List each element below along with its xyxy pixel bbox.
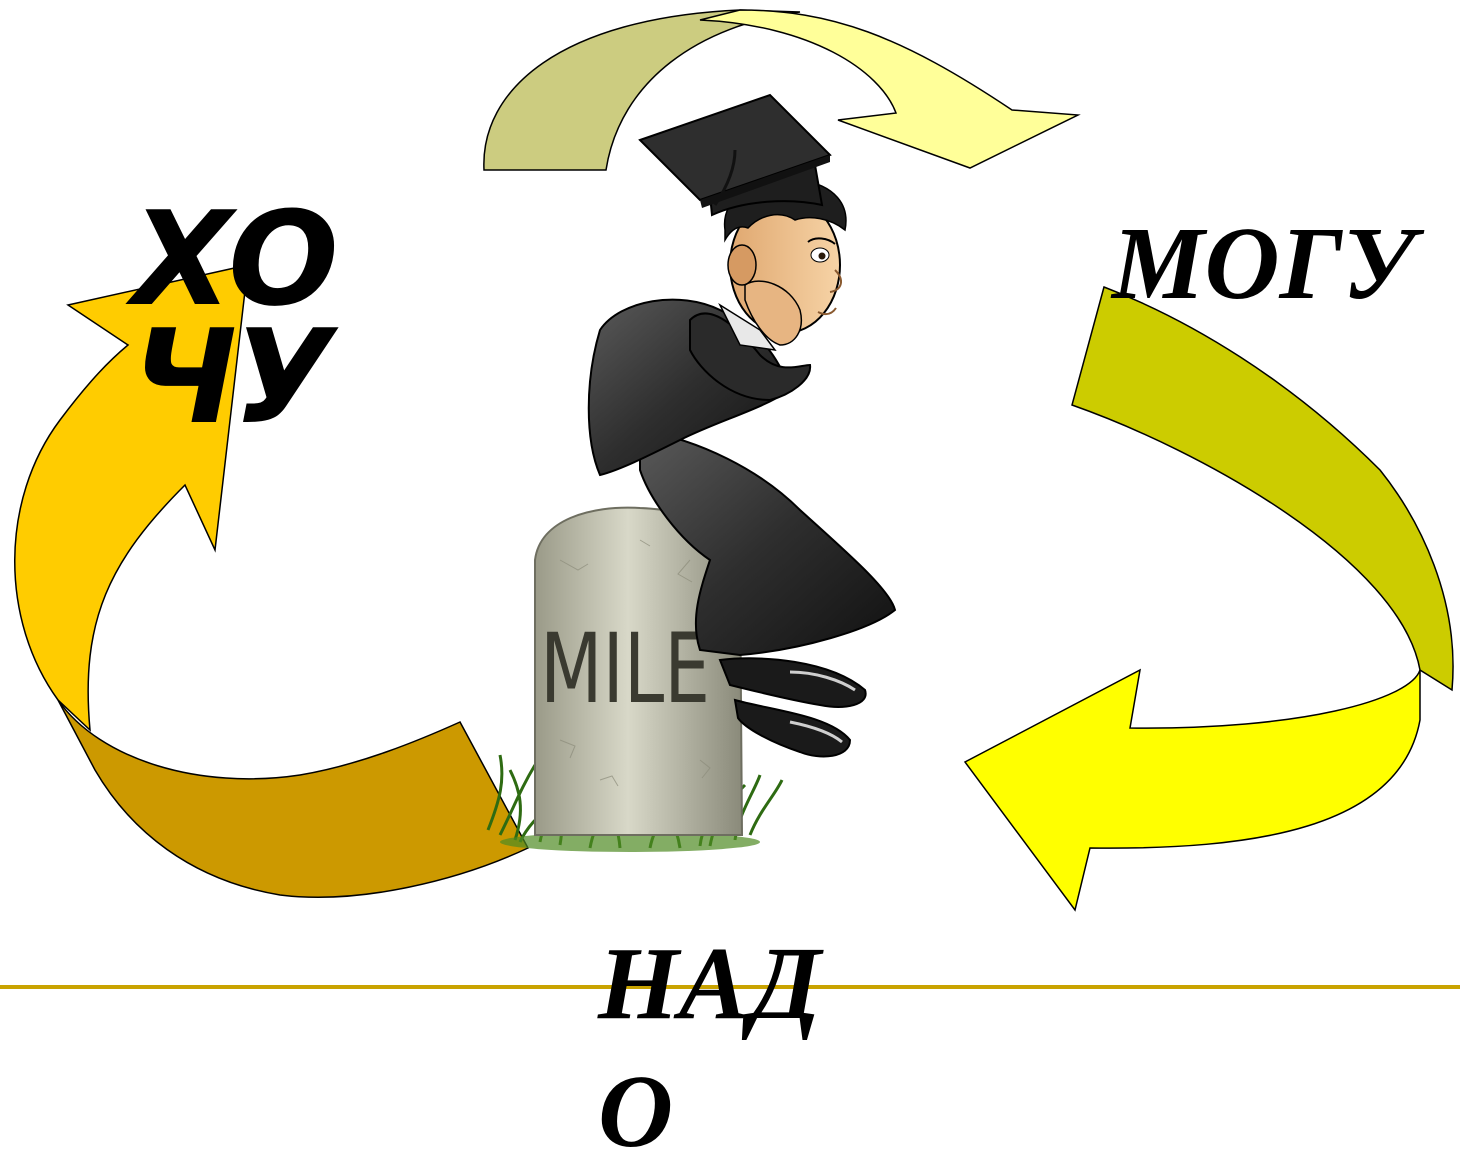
milestone-label: MILE (540, 613, 710, 725)
left-arrow-upper (14, 264, 249, 732)
left-arrow-lower (57, 699, 530, 898)
cycle-diagram: MILE (0, 9, 1460, 1169)
word-can: МОГУ (1112, 206, 1415, 321)
word-must: НАДО (598, 926, 821, 1169)
word-want: ХОЧУ (132, 183, 339, 453)
graduate-figure (587, 93, 897, 758)
divider-line (0, 985, 1460, 989)
top-arrow-right-half (699, 9, 1081, 169)
diagram-graphics: MILE (14, 9, 1454, 912)
right-arrow-upper (1071, 286, 1454, 692)
right-arrow-lower (963, 668, 1421, 912)
